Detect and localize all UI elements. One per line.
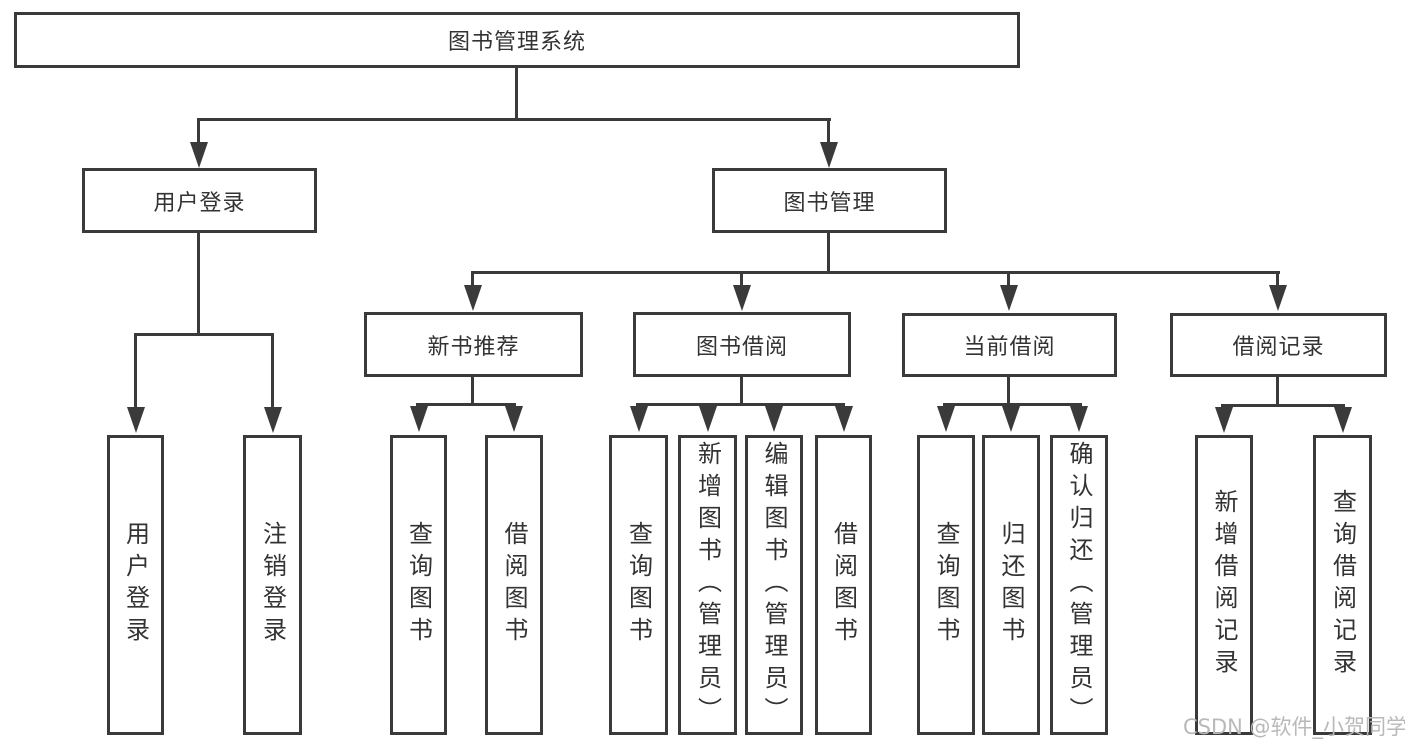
connector-line [827,233,830,273]
leaf-user-login-label: 用户登录 [121,521,150,649]
connector-line [943,403,1082,406]
node-user-login-label: 用户登录 [153,190,246,216]
node-root: 图书管理系统 [14,12,1020,68]
connector-line [471,377,474,405]
leaf-newrec-query-books: 查询图书 [390,435,447,735]
connector-line [197,118,831,121]
connector-line [1221,404,1345,407]
leaf-current-query-books-label: 查询图书 [932,521,960,649]
node-borrow-records-label: 借阅记录 [1232,335,1325,360]
arrowhead-icon [1000,285,1018,311]
connector-line [740,377,743,405]
connector-line [197,233,200,335]
connector-line [1276,377,1279,406]
connector-line [827,118,830,145]
connector-line [636,403,845,406]
arrowhead-icon [733,285,751,311]
arrowhead-icon [127,407,145,433]
arrowhead-icon [505,406,523,432]
leaf-records-add-record: 新增借阅记录 [1195,435,1253,735]
connector-line [416,403,516,406]
arrowhead-icon [1215,407,1233,433]
leaf-borrow-edit-books-admin: 编辑图书（管理员） [745,435,803,735]
leaf-logout: 注销登录 [243,435,302,735]
node-book-borrowing: 图书借阅 [633,312,851,377]
arrowhead-icon [699,406,717,432]
leaf-current-confirm-return-admin: 确认归还（管理员） [1050,435,1108,735]
leaf-records-query-record: 查询借阅记录 [1313,435,1372,735]
arrowhead-icon [630,406,648,432]
node-new-book-recommend: 新书推荐 [364,312,583,377]
leaf-borrow-add-books-admin-label: 新增图书（管理员） [693,441,722,729]
connector-line [134,333,137,408]
node-book-management-label: 图书管理 [783,190,876,216]
leaf-user-login: 用户登录 [107,435,164,735]
leaf-borrow-borrow-books: 借阅图书 [815,435,872,735]
node-current-borrowing-label: 当前借阅 [963,335,1056,360]
arrowhead-icon [1269,285,1287,311]
node-book-management: 图书管理 [712,168,947,233]
arrowhead-icon [835,406,853,432]
connector-line [1276,271,1279,287]
connector-line [471,271,1280,274]
arrowhead-icon [765,406,783,432]
connector-line [515,68,518,120]
leaf-current-return-books: 归还图书 [982,435,1040,735]
connector-line [197,118,200,145]
leaf-newrec-query-books-label: 查询图书 [404,521,433,649]
connector-line [1007,377,1010,405]
node-borrow-records: 借阅记录 [1170,313,1387,377]
leaf-current-query-books: 查询图书 [917,435,975,735]
leaf-borrow-query-books: 查询图书 [609,435,668,735]
leaf-borrow-add-books-admin: 新增图书（管理员） [678,435,737,735]
node-new-book-recommend-label: 新书推荐 [427,334,520,360]
arrowhead-icon [410,406,428,432]
arrowhead-icon [820,142,838,168]
leaf-logout-label: 注销登录 [258,521,287,649]
leaf-records-query-record-label: 查询借阅记录 [1328,489,1357,681]
leaf-borrow-borrow-books-label: 借阅图书 [829,521,858,649]
leaf-current-confirm-return-admin-label: 确认归还（管理员） [1065,441,1093,729]
connector-line [471,271,474,287]
connector-line [1007,271,1010,287]
node-user-login: 用户登录 [82,168,317,233]
arrowhead-icon [190,142,208,168]
node-root-label: 图书管理系统 [447,30,586,55]
arrowhead-icon [1002,406,1020,432]
leaf-current-return-books-label: 归还图书 [997,521,1025,649]
arrowhead-icon [464,285,482,311]
leaf-newrec-borrow-books: 借阅图书 [485,435,543,735]
leaf-borrow-query-books-label: 查询图书 [624,521,653,649]
arrowhead-icon [937,406,955,432]
connector-line [134,333,274,336]
connector-line [271,333,274,408]
node-current-borrowing: 当前借阅 [902,313,1117,377]
leaf-records-add-record-label: 新增借阅记录 [1210,489,1238,681]
leaf-newrec-borrow-books-label: 借阅图书 [500,521,528,649]
arrowhead-icon [1334,407,1352,433]
connector-line [740,271,743,287]
arrowhead-icon [264,407,282,433]
leaf-borrow-edit-books-admin-label: 编辑图书（管理员） [760,441,788,729]
arrowhead-icon [1070,406,1088,432]
node-book-borrowing-label: 图书借阅 [695,334,788,360]
csdn-watermark: CSDN @软件_小贺同学 [1183,715,1405,739]
